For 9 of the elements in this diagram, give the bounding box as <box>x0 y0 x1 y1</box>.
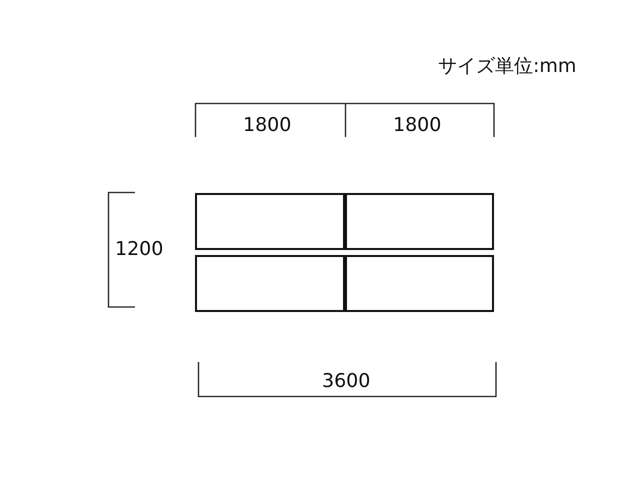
dimension-value: 1800 <box>243 114 292 136</box>
table-outline <box>345 193 494 250</box>
table-outline <box>195 255 345 312</box>
table-outline <box>345 255 494 312</box>
unit-note: サイズ単位:mm <box>438 55 576 77</box>
table-outline <box>195 193 345 250</box>
dimension-value: 3600 <box>322 370 370 392</box>
dimension-value: 1200 <box>115 238 164 260</box>
dimension-value: 1800 <box>393 114 442 136</box>
